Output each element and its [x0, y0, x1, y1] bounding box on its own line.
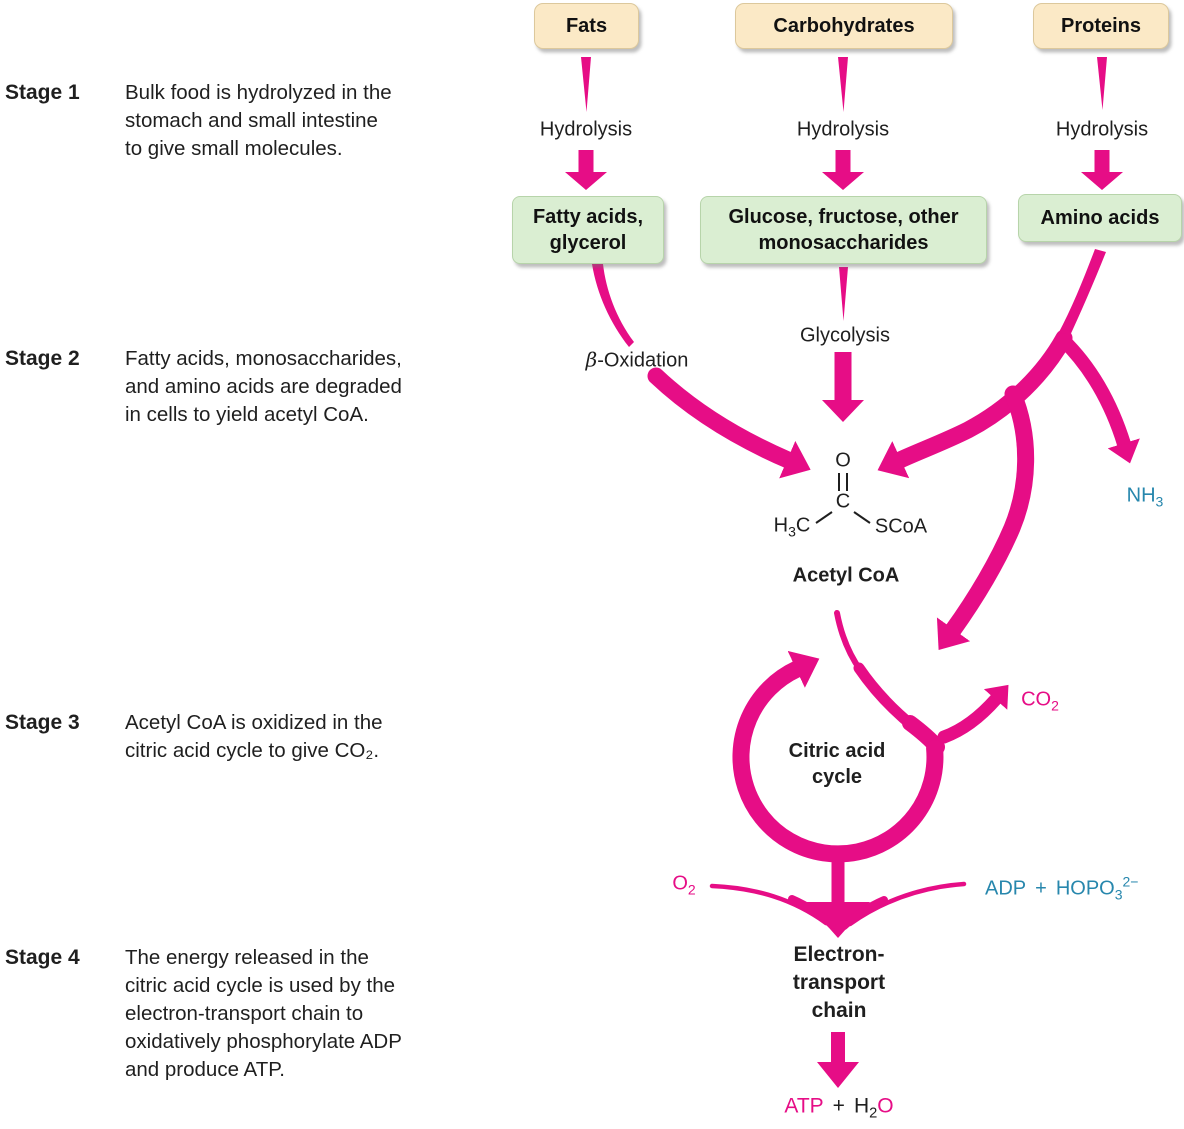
acetyl-h3c-group: H3C — [773, 514, 811, 540]
stage-4-text: The energy released in the citric acid c… — [125, 946, 402, 1081]
spike-carbohydrates-arrow — [838, 57, 848, 112]
electron-transport-chain-label: Electron- transport chain — [792, 943, 886, 1022]
hydrolysis-label-fats: Hydrolysis — [539, 118, 633, 141]
spike-glycolysis-arrow — [839, 267, 848, 321]
beta-oxidation-tail — [592, 264, 634, 347]
fatty-acids-glycerol-box: Fatty acids, glycerol — [512, 196, 664, 264]
h2o-sub: 2 — [869, 1105, 878, 1122]
o2-feeder-thick — [788, 895, 836, 929]
atp-h2o-label: ATP + H2O — [784, 1094, 893, 1121]
nh3-branch-arrow — [1056, 333, 1140, 464]
acetyl-coa-caption: Acetyl CoA — [792, 564, 900, 587]
acetyl-o-atom: O — [835, 449, 851, 472]
co2-branch-arrow — [937, 684, 1009, 744]
hydrolysis-arrow-carbohydrates — [822, 150, 864, 190]
atp-text: ATP — [784, 1094, 824, 1118]
hydrolysis-label-proteins: Hydrolysis — [1055, 118, 1149, 141]
etc-merge-arrowhead — [806, 902, 870, 938]
beta-oxidation-arrow — [647, 367, 811, 479]
acetyl-scoa-group: SCoA — [874, 515, 928, 538]
stage-2-text: Fatty acids, monosaccharides, and amino … — [125, 347, 402, 426]
spike-fats-arrow — [581, 57, 591, 112]
stage-1-text: Bulk food is hydrolyzed in the stomach a… — [125, 81, 392, 160]
stage-2-label: Stage 2 — [5, 347, 80, 370]
acetyl-c-atom: C — [835, 490, 851, 513]
etc-to-atp-arrow — [817, 1032, 859, 1088]
stage-3-text: Acetyl CoA is oxidized in the citric aci… — [125, 711, 383, 762]
amino-to-cycle-arrow — [936, 385, 1035, 651]
citric-acid-cycle-ring — [732, 650, 944, 863]
o2-label: O2 — [672, 872, 696, 898]
stage-3-label: Stage 3 — [5, 711, 80, 734]
citric-acid-cycle-label: Citric acid cycle — [788, 740, 886, 788]
glycolysis-label: Glycolysis — [799, 324, 891, 347]
amino-acids-box: Amino acids — [1018, 194, 1182, 242]
adp-feeder-thick — [840, 896, 888, 930]
glycolysis-arrow — [822, 352, 864, 422]
plus-sign: + — [832, 1094, 845, 1118]
spike-proteins-arrow — [1097, 57, 1107, 110]
adp-phosphate-label: ADP+HOPO32− — [985, 873, 1139, 903]
h2o-o: O — [877, 1094, 894, 1118]
nh3-label: NH3 — [1126, 484, 1164, 510]
stage-1-label: Stage 1 — [5, 81, 80, 104]
stage-4-label: Stage 4 — [5, 946, 80, 969]
amino-to-acetyl-arrow — [877, 329, 1073, 479]
amino-acids-tail — [1058, 249, 1106, 340]
co2-label: CO2 — [1021, 688, 1059, 714]
carbohydrates-box: Carbohydrates — [735, 3, 953, 49]
acetyl-coa-bonds — [815, 473, 871, 524]
proteins-box: Proteins — [1033, 3, 1169, 49]
hydrolysis-label-carbohydrates: Hydrolysis — [796, 118, 890, 141]
beta-oxidation-label: β-Oxidation — [585, 347, 689, 372]
h2o-h: H — [853, 1094, 870, 1118]
monosaccharides-box: Glucose, fructose, other monosaccharides — [700, 196, 987, 264]
acetyl-to-cycle-swoosh-tip — [834, 610, 864, 674]
fats-box: Fats — [534, 3, 639, 49]
hydrolysis-arrow-proteins — [1081, 150, 1123, 190]
hydrolysis-arrow-fats — [565, 150, 607, 190]
